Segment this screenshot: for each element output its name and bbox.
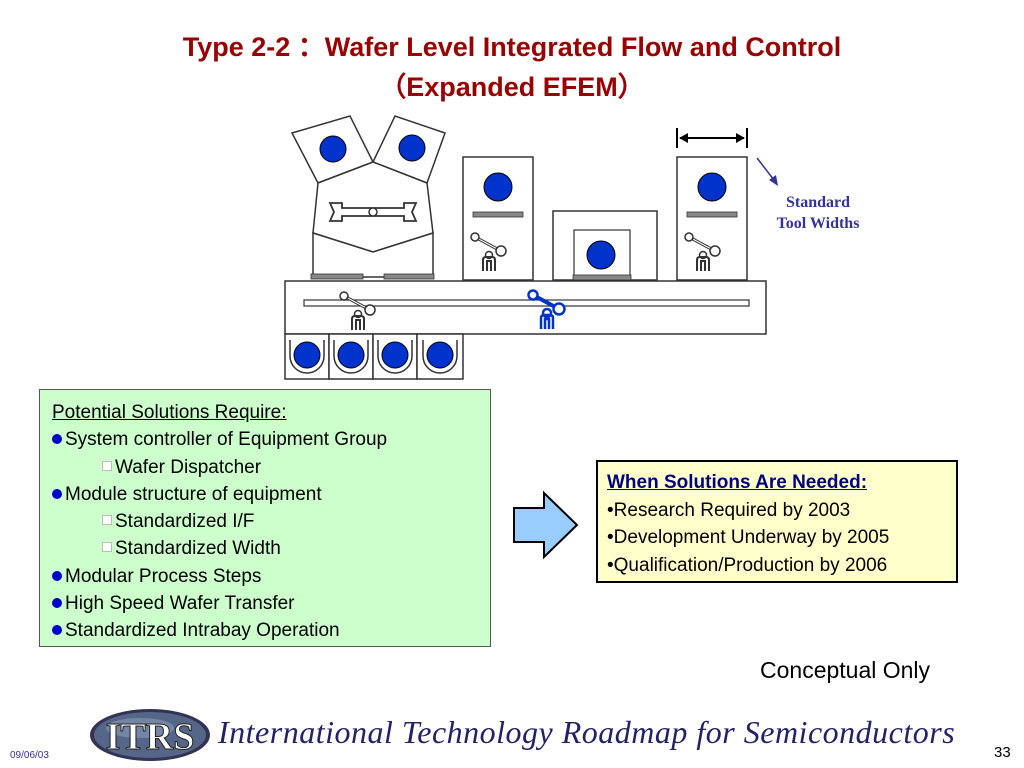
svg-text:ITRS: ITRS xyxy=(106,716,195,758)
organization-name: International Technology Roadmap for Sem… xyxy=(218,714,956,750)
bullet-square-icon xyxy=(102,515,112,526)
wafer xyxy=(319,135,347,163)
list-item: •Qualification/Production by 2006 xyxy=(607,554,888,576)
list-item: Module structure of equipment xyxy=(52,481,490,508)
list-item: Standardized I/F xyxy=(52,508,490,535)
wafer xyxy=(398,134,426,162)
load-ports xyxy=(284,333,464,380)
tool-width-pointer xyxy=(756,157,778,186)
bullet-square-icon xyxy=(102,460,112,471)
module-left xyxy=(462,156,534,281)
v-module-robot-arm xyxy=(328,202,418,222)
bullet-square-icon xyxy=(102,542,112,553)
list-item: Wafer Dispatcher xyxy=(52,454,490,481)
page-number: 33 xyxy=(994,744,1011,761)
list-item: Standardized Intrabay Operation xyxy=(52,617,490,644)
module-right xyxy=(676,156,748,281)
list-item: •Research Required by 2003 xyxy=(607,499,851,521)
transfer-robot-highlighted xyxy=(527,289,566,329)
bullet-dot-icon xyxy=(52,488,62,499)
slide-title-line1: Type 2-2 ：Wafer Level Integrated Flow an… xyxy=(182,32,842,62)
transfer-rail xyxy=(284,280,767,335)
v-module-body xyxy=(310,161,435,280)
potential-solutions-box: Potential Solutions Require: System cont… xyxy=(39,389,491,647)
module-middle xyxy=(552,210,658,281)
timing-header: When Solutions Are Needed: xyxy=(607,472,868,493)
itrs-logo: ITRS xyxy=(90,709,210,761)
slide-date: 09/06/03 xyxy=(10,750,49,761)
list-item: System controller of Equipment Group xyxy=(52,426,490,453)
standard-label: Standard xyxy=(785,194,851,211)
slide-title-line2: （Expanded EFEM） xyxy=(379,72,645,102)
solutions-timing-box: When Solutions Are Needed: •Research Req… xyxy=(596,460,958,583)
bullet-dot-icon xyxy=(52,434,62,445)
conceptual-only-note: Conceptual Only xyxy=(760,657,931,683)
list-item: High Speed Wafer Transfer xyxy=(52,590,490,617)
bullet-dot-icon xyxy=(52,625,62,636)
tool-width-dimension xyxy=(676,128,748,148)
right-arrow-icon xyxy=(513,490,579,560)
solutions-header: Potential Solutions Require: xyxy=(52,402,287,423)
list-item: •Development Underway by 2005 xyxy=(607,527,890,548)
bullet-dot-icon xyxy=(52,598,62,609)
tool-widths-label: Tool Widths xyxy=(776,215,860,232)
list-item: Modular Process Steps xyxy=(52,563,490,590)
list-item: Standardized Width xyxy=(52,535,490,562)
bullet-dot-icon xyxy=(52,570,62,581)
